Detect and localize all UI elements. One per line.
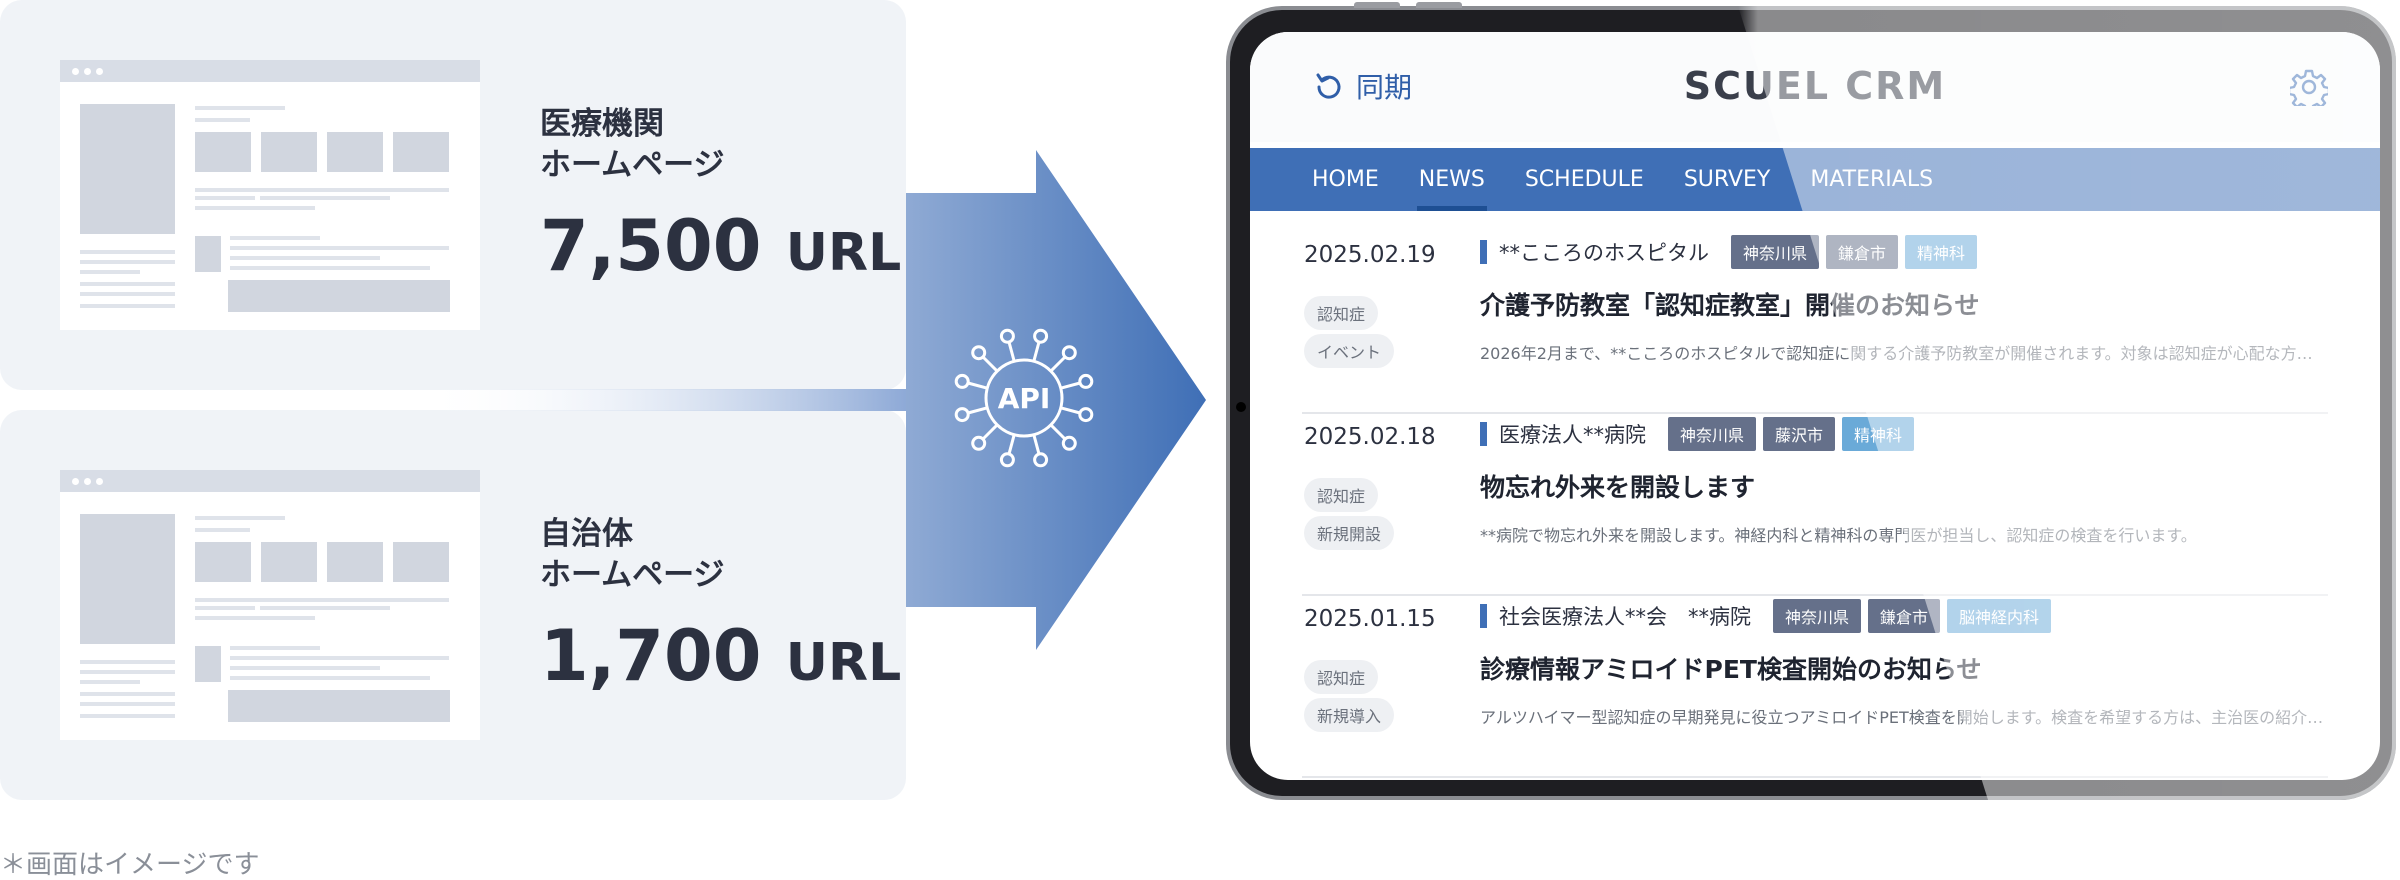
news-item[interactable]: 2025.01.15 認知症 新規導入 社会医療法人**会 **病院 神奈川県 … (1302, 596, 2328, 778)
source-count-unit: URL (785, 223, 902, 283)
source-count-value: 1,700 (540, 615, 762, 697)
news-item[interactable]: 2025.02.18 認知症 新規開設 医療法人**病院 神奈川県 藤沢市 精神… (1302, 414, 2328, 596)
department-chip: 脳神経内科 (1947, 599, 2052, 633)
network-hub-icon: API (954, 328, 1094, 468)
source-count-value: 7,500 (540, 205, 762, 287)
news-title[interactable]: 診療情報アミロイドPET検査開始のお知らせ (1480, 655, 1982, 684)
hub-spoke (1007, 434, 1016, 455)
source-title-line1: 医療機関 (540, 106, 664, 142)
news-date: 2025.02.18 (1304, 424, 1436, 450)
source-card-hospital: 医療機関 ホームページ 7,500 URL (0, 0, 906, 390)
news-date: 2025.01.15 (1304, 606, 1436, 632)
hub-node (971, 435, 987, 451)
source-title: 医療機関 ホームページ (540, 104, 724, 186)
source-count-unit: URL (785, 633, 902, 693)
prefecture-chip: 神奈川県 (1731, 235, 1820, 269)
nav-tab-survey[interactable]: SURVEY (1683, 167, 1771, 192)
api-arrow: API (906, 150, 1206, 650)
department-chip: 精神科 (1842, 417, 1915, 451)
department-chip: 精神科 (1905, 235, 1978, 269)
news-title[interactable]: 介護予防教室「認知症教室」開催のお知らせ (1480, 291, 1980, 320)
hub-spoke (967, 406, 988, 415)
hub-node (1078, 407, 1094, 423)
source-title-line2: ホームページ (540, 557, 725, 593)
city-chip: 鎌倉市 (1868, 599, 1941, 633)
prefecture-chip: 神奈川県 (1773, 599, 1862, 633)
tablet-button (1354, 2, 1400, 8)
institution-marker (1480, 604, 1487, 628)
news-title[interactable]: 物忘れ外来を開設します (1480, 473, 1756, 502)
institution-marker (1480, 240, 1487, 264)
hub-node (999, 328, 1015, 344)
hub-node (954, 407, 970, 423)
category-tag: 新規開設 (1304, 516, 1395, 550)
institution-name: 社会医療法人**会 **病院 (1499, 605, 1751, 629)
nav-tab-home[interactable]: HOME (1312, 167, 1379, 192)
hub-spoke (981, 355, 999, 373)
news-body: **病院で物忘れ外来を開設します。神経内科と精神科の専門医が担当し、認知症の検査… (1480, 526, 2197, 545)
hub-node (1061, 435, 1077, 451)
city-chip: 藤沢市 (1763, 417, 1836, 451)
hub-spoke (981, 423, 999, 441)
category-tag: 新規導入 (1304, 698, 1395, 732)
tablet-screen: 同期 SCUEL CRM HOME NEWS SCHEDULE SURVEY M… (1250, 32, 2380, 780)
institution-name: 医療法人**病院 (1499, 423, 1646, 447)
tablet-button (1416, 2, 1462, 8)
hub-node (1033, 452, 1049, 468)
hub-spoke (1049, 423, 1067, 441)
hub-spoke (1049, 355, 1067, 373)
connector-line (420, 389, 910, 411)
source-count: 1,700 URL (540, 616, 901, 703)
category-tag: 認知症 (1304, 296, 1379, 330)
institution-row: **こころのホスピタル 神奈川県 鎌倉市 精神科 (1480, 235, 1984, 269)
hub-node (1033, 328, 1049, 344)
nav-tab-materials[interactable]: MATERIALS (1810, 167, 1934, 192)
hub-spoke (1032, 434, 1041, 455)
institution-name: **こころのホスピタル (1499, 241, 1709, 265)
category-tag: イベント (1304, 334, 1395, 368)
hub-node (999, 452, 1015, 468)
hub-spoke (1007, 341, 1016, 362)
institution-marker (1480, 422, 1487, 446)
institution-row: 社会医療法人**会 **病院 神奈川県 鎌倉市 脳神経内科 (1480, 599, 2058, 633)
hub-node (1061, 345, 1077, 361)
tablet-device: 同期 SCUEL CRM HOME NEWS SCHEDULE SURVEY M… (1226, 2, 2396, 800)
hub-node (1078, 373, 1094, 389)
source-title-line2: ホームページ (540, 147, 725, 183)
source-title: 自治体 ホームページ (540, 514, 724, 596)
hub-spoke (1060, 381, 1081, 390)
refresh-icon (1316, 73, 1341, 99)
sync-button[interactable]: 同期 (1314, 66, 1412, 106)
hub-node (954, 373, 970, 389)
news-body: アルツハイマー型認知症の早期発見に役立つアミロイドPET検査を開始します。検査を… (1480, 708, 2324, 727)
sync-label: 同期 (1356, 71, 1413, 104)
browser-mockup-icon (60, 60, 480, 330)
news-item[interactable]: 2025.02.19 認知症 イベント **こころのホスピタル 神奈川県 鎌倉市… (1302, 232, 2328, 414)
source-card-municipality: 自治体 ホームページ 1,700 URL (0, 410, 906, 800)
hub-spoke (967, 381, 988, 390)
nav-tab-schedule[interactable]: SCHEDULE (1524, 167, 1644, 192)
news-body: 2026年2月まで、**こころのホスピタルで認知症に関する介護予防教室が開催され… (1480, 344, 2313, 363)
news-list: 2025.02.19 認知症 イベント **こころのホスピタル 神奈川県 鎌倉市… (1302, 232, 2328, 778)
hub-spoke (1032, 341, 1041, 362)
camera-icon (1236, 402, 1246, 412)
app-header: 同期 SCUEL CRM (1250, 32, 2380, 142)
category-tag: 認知症 (1304, 478, 1379, 512)
institution-row: 医療法人**病院 神奈川県 藤沢市 精神科 (1480, 417, 1921, 451)
gear-icon[interactable] (2290, 68, 2328, 106)
hub-spoke (1060, 406, 1081, 415)
source-count: 7,500 URL (540, 206, 901, 293)
prefecture-chip: 神奈川県 (1668, 417, 1757, 451)
app-brand: SCUEL CRM (1683, 64, 1947, 108)
api-label: API (998, 382, 1051, 415)
main-nav: HOME NEWS SCHEDULE SURVEY MATERIALS (1250, 148, 2380, 211)
category-tag: 認知症 (1304, 660, 1379, 694)
image-note: ＊画面はイメージです (0, 850, 260, 880)
browser-mockup-icon (60, 470, 480, 740)
source-title-line1: 自治体 (540, 516, 633, 552)
news-date: 2025.02.19 (1304, 242, 1436, 268)
hub-node (971, 345, 987, 361)
city-chip: 鎌倉市 (1826, 235, 1899, 269)
nav-tab-news[interactable]: NEWS (1416, 148, 1487, 211)
